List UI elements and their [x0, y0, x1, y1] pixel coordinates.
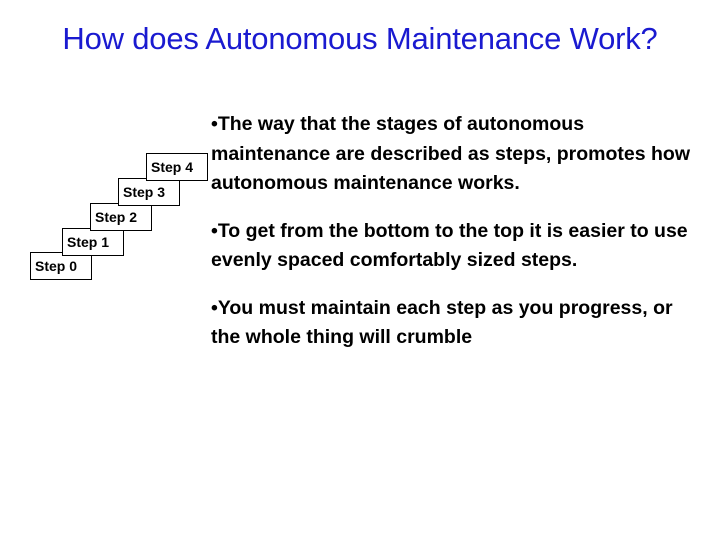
step-box-1[interactable]: Step 1	[62, 228, 124, 256]
step-box-2[interactable]: Step 2	[90, 203, 152, 231]
step-box-3-label: Step 3	[123, 184, 166, 200]
body-text-block: •The way that the stages of autonomous m…	[211, 110, 697, 353]
bullet-item-3-text: You must maintain each step as you progr…	[211, 296, 673, 349]
step-box-0[interactable]: Step 0	[30, 252, 92, 280]
step-box-2-label: Step 2	[95, 209, 138, 225]
bullet-item-1-text: The way that the stages of autonomous ma…	[211, 113, 690, 194]
step-box-4-label: Step 4	[151, 159, 194, 175]
bullet-item-2-text: To get from the bottom to the top it is …	[211, 219, 688, 272]
step-box-3[interactable]: Step 3	[118, 178, 180, 206]
staircase-diagram: Step 0 Step 1 Step 2 Step 3 Step 4	[0, 0, 220, 300]
bullet-item-1: •The way that the stages of autonomous m…	[211, 110, 697, 199]
step-box-4[interactable]: Step 4	[146, 153, 208, 181]
page-title: How does Autonomous Maintenance Work?	[62, 21, 658, 56]
bullet-item-2: •To get from the bottom to the top it is…	[211, 217, 697, 276]
bullet-glyph-icon: •	[211, 296, 218, 319]
step-box-1-label: Step 1	[67, 234, 110, 250]
bullet-glyph-icon: •	[211, 113, 218, 135]
bullet-item-3: •You must maintain each step as you prog…	[211, 294, 697, 353]
step-box-0-label: Step 0	[35, 258, 78, 274]
bullet-glyph-icon: •	[211, 219, 218, 242]
